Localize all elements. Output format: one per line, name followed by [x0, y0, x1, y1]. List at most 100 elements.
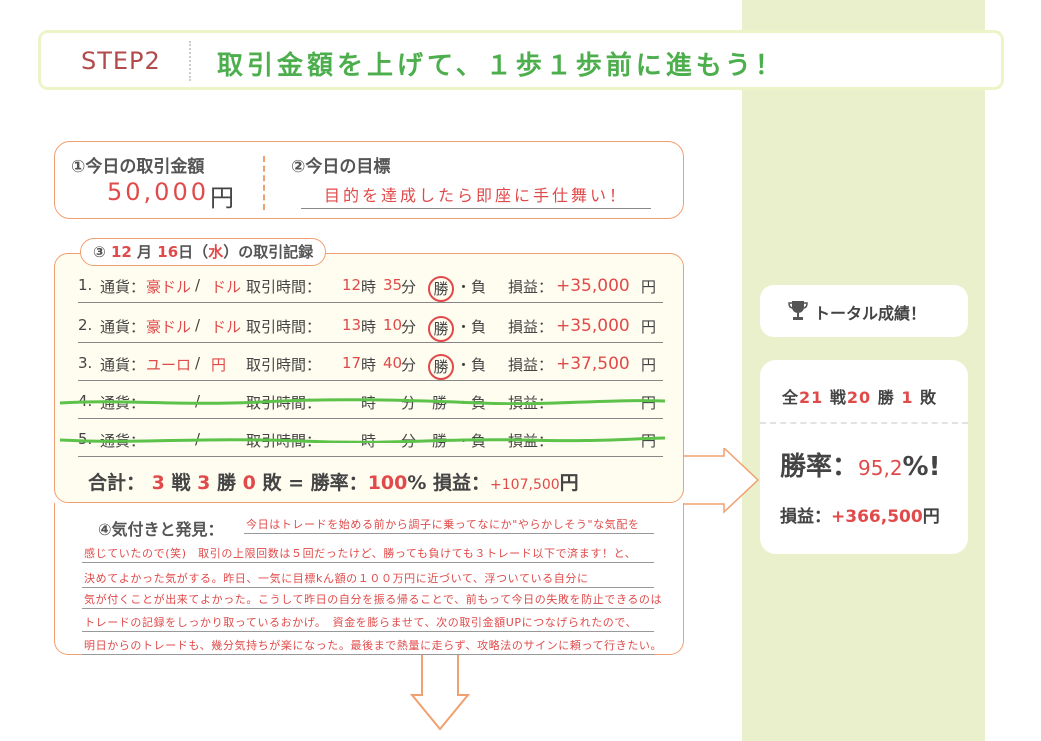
summary-rate-label: 勝率：: [780, 452, 859, 482]
summary-wins-unit: 勝: [877, 388, 895, 407]
arrow-down-icon: [410, 655, 470, 731]
total-pl-label: 損益：: [433, 472, 491, 494]
currency-2: 円: [211, 356, 227, 374]
currency-2: ドル: [211, 278, 242, 296]
total-rate-label: 勝率：: [310, 472, 368, 494]
total-label: 合計：: [88, 472, 146, 494]
trade-record-box: [54, 253, 684, 503]
currency-label: 通貨：: [100, 318, 146, 336]
currency-slash: /: [195, 276, 201, 294]
hour-value: 13: [342, 316, 362, 334]
currency-slash: /: [195, 354, 201, 372]
total-trades: 3: [151, 472, 165, 494]
summary-pl-unit: 円: [922, 507, 940, 527]
pl-label: 損益：: [508, 318, 554, 336]
note-underline: [244, 533, 654, 534]
pl-unit: 円: [641, 432, 657, 450]
summary-rate-unit: %!: [902, 452, 941, 482]
row-underline: [78, 456, 663, 457]
win-rate-line: 勝率：95,2%!: [780, 446, 940, 483]
currency-1: ユーロ: [146, 356, 192, 374]
today-box: ①今日の取引金額 50,000 円 ②今日の目標 目的を達成したら即座に手仕舞い…: [54, 141, 684, 219]
amount-value: 50,000: [107, 178, 209, 206]
note-line: 感じていたので(笑) 取引の上限回数は５回だったけど、勝っても負けても３トレード…: [84, 547, 637, 560]
record-day: 16: [157, 243, 179, 261]
note-underline: [82, 631, 654, 632]
total-pl-unit: 円: [559, 472, 579, 494]
record-weekday: 水: [208, 243, 224, 261]
minute-unit: 分: [401, 318, 417, 336]
hour-value: 12: [342, 276, 362, 294]
trophy-icon: [788, 301, 808, 320]
record-month: 12: [110, 243, 132, 261]
lose-mark: 負: [471, 356, 487, 374]
currency-slash: /: [195, 392, 201, 410]
win-mark: 勝: [432, 394, 448, 412]
step-divider: [189, 41, 191, 81]
note-underline: [82, 654, 654, 655]
row-underline: [78, 418, 663, 419]
step-header: STEP2 取引金額を上げて、１歩１歩前に進もう！: [38, 30, 1004, 90]
minute-unit: 分: [401, 394, 417, 412]
mark-separator: ・: [456, 356, 472, 374]
minute-unit: 分: [401, 356, 417, 374]
currency-label: 通貨：: [100, 278, 146, 296]
arrow-right-icon: [684, 448, 760, 514]
amount-heading: ①今日の取引金額: [71, 157, 205, 177]
summary-trades-unit: 戦: [829, 388, 847, 407]
total-rate-unit: %: [407, 472, 427, 494]
summary-losses: 1: [901, 388, 914, 407]
summary-rate: 95,2: [858, 456, 903, 480]
pl-unit: 円: [641, 356, 657, 374]
today-divider: [263, 156, 265, 210]
step-label: STEP2: [81, 47, 161, 75]
total-rate: 100: [367, 472, 408, 494]
total-heading-box: トータル成績！: [760, 285, 968, 337]
amount-unit: 円: [210, 184, 234, 212]
time-label: 取引時間：: [246, 278, 322, 296]
note-underline: [82, 587, 654, 588]
mark-separator: ・: [456, 278, 472, 296]
minute-unit: 分: [401, 278, 417, 296]
total-results-box: 全21 戦20 勝 1 敗 勝率：95,2%! 損益：+366,500円: [760, 360, 968, 554]
mark-separator: ・: [456, 318, 472, 336]
pl-value: +35,000: [556, 316, 630, 336]
win-mark: 勝: [428, 316, 454, 342]
pl-label: 損益：: [508, 356, 554, 374]
hour-unit: 時: [361, 318, 377, 336]
minute-value: 35: [383, 276, 403, 294]
trade-record-tab: ③ 12 月 16日（水）の取引記録: [80, 238, 327, 266]
summary-wins: 20: [846, 388, 872, 407]
profit-line: 損益：+366,500円: [780, 502, 940, 527]
strike-line-row-5: [60, 436, 665, 443]
currency-slash: /: [195, 316, 201, 334]
minute-value: 40: [383, 354, 403, 372]
summary-pl-label: 損益：: [780, 507, 831, 527]
win-mark: 勝: [428, 354, 454, 380]
row-number: 2.: [78, 316, 93, 334]
summary-trades: 21: [799, 388, 824, 407]
summary-pl: +366,500: [831, 507, 923, 527]
row-underline: [78, 342, 663, 343]
total-losses-unit: 敗 =: [262, 472, 305, 494]
lose-mark: 負: [471, 278, 487, 296]
total-pl: +107,500: [490, 477, 560, 493]
pl-unit: 円: [641, 318, 657, 336]
note-line: 明日からのトレードも、幾分気持ちが楽になった。最後まで熱量に走らず、攻略法のサイ…: [84, 639, 663, 652]
summary-all-label: 全: [782, 388, 800, 407]
goal-text: 目的を達成したら即座に手仕舞い！: [301, 182, 651, 209]
pl-unit: 円: [641, 394, 657, 412]
record-tab-suffix: ）の取引記録: [223, 243, 314, 261]
currency-2: ドル: [211, 318, 242, 336]
lose-mark: 負: [471, 318, 487, 336]
record-day-unit: 日（: [178, 243, 209, 261]
total-record-line: 全21 戦20 勝 1 敗: [782, 384, 937, 408]
currency-label: 通貨：: [100, 356, 146, 374]
note-underline: [82, 608, 654, 609]
hour-unit: 時: [361, 278, 377, 296]
total-row: 合計： 3 戦 3 勝 0 敗 = 勝率：100% 損益：+107,500円: [88, 468, 579, 495]
total-divider: [760, 422, 968, 424]
minute-value: 10: [383, 316, 403, 334]
total-heading: トータル成績！: [814, 304, 927, 323]
